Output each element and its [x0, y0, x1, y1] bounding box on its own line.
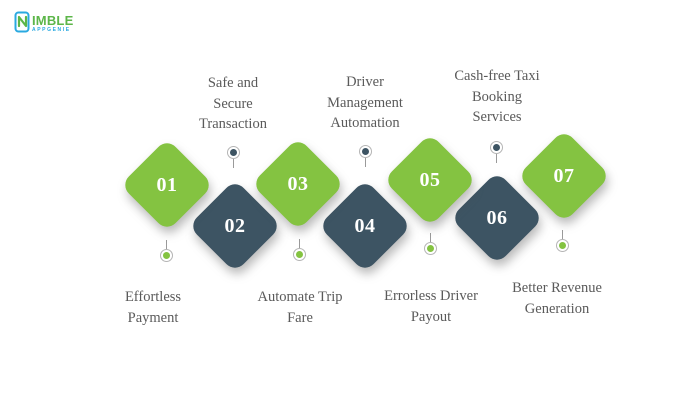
step-07-label: Better Revenue Generation — [512, 280, 602, 317]
step-05-connector-dot-icon — [423, 233, 437, 255]
logo-brand-text: IMBLE — [32, 13, 74, 28]
connector-stem — [429, 233, 431, 242]
step-06-number: 06 — [486, 206, 508, 229]
connector-dot — [162, 252, 170, 259]
step-04-connector-dot-icon — [358, 145, 372, 167]
step-03-diamond: 03 — [251, 137, 345, 231]
connector-ring — [226, 146, 240, 159]
nimble-appgenie-logo: IMBLE APPGENIE — [14, 11, 73, 34]
step-07-number: 07 — [553, 164, 575, 187]
connector-ring — [159, 249, 173, 262]
connector-dot — [229, 149, 237, 156]
connector-stem — [561, 230, 563, 239]
step-03-number: 03 — [287, 172, 309, 195]
step-04-diamond: 04 — [318, 179, 412, 273]
step-01-label: Effortless Payment — [124, 289, 182, 326]
connector-ring — [489, 141, 503, 154]
step-03-connector-dot-icon — [292, 239, 306, 261]
connector-dot — [492, 144, 500, 151]
connector-ring — [423, 242, 437, 255]
logo-tagline-text: APPGENIE — [32, 27, 71, 33]
step-01-diamond: 01 — [120, 138, 214, 232]
step-02-connector-dot-icon — [226, 146, 240, 168]
connector-stem — [232, 159, 234, 168]
step-03-label: Automate Trip Fare — [257, 289, 343, 326]
step-06-connector-dot-icon — [489, 141, 503, 163]
step-06-label: Cash-free Taxi Booking Services — [454, 68, 540, 125]
logo-text-column: IMBLE APPGENIE — [32, 14, 73, 34]
connector-stem — [495, 154, 497, 163]
connector-stem — [298, 239, 300, 248]
step-02-label: Safe and Secure Transaction — [199, 75, 267, 132]
step-01-number: 01 — [156, 173, 178, 196]
logo-phone-n-icon — [14, 11, 30, 33]
connector-dot — [295, 251, 303, 258]
step-07-connector-dot-icon — [555, 230, 569, 252]
connector-dot — [426, 245, 434, 252]
step-07-diamond: 07 — [517, 129, 611, 223]
step-01-connector-dot-icon — [159, 240, 173, 262]
connector-dot — [558, 242, 566, 249]
connector-ring — [555, 239, 569, 252]
step-02-diamond: 02 — [188, 179, 282, 273]
step-05-diamond: 05 — [383, 133, 477, 227]
connector-ring — [358, 145, 372, 158]
step-04-number: 04 — [354, 214, 376, 237]
step-06-diamond: 06 — [450, 171, 544, 265]
connector-dot — [361, 148, 369, 155]
connector-stem — [364, 158, 366, 167]
step-05-number: 05 — [419, 168, 441, 191]
step-02-number: 02 — [224, 214, 246, 237]
connector-stem — [165, 240, 167, 249]
step-05-label: Errorless Driver Payout — [384, 288, 478, 325]
connector-ring — [292, 248, 306, 261]
step-04-label: Driver Management Automation — [327, 74, 403, 131]
